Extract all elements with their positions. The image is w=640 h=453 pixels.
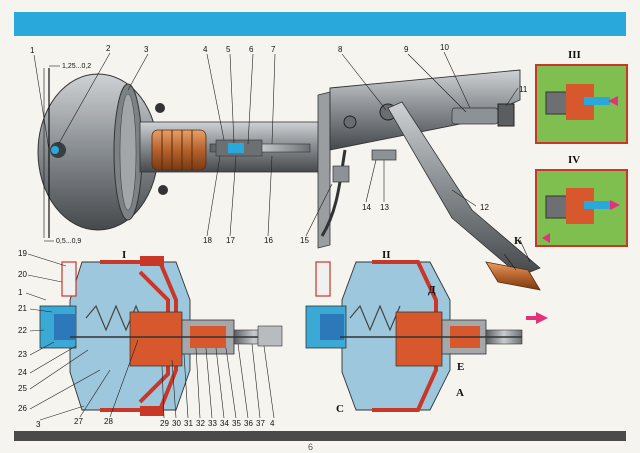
letter-K: К	[514, 235, 522, 247]
callout-25: 25	[18, 384, 27, 393]
callout-30: 30	[172, 419, 181, 428]
callout-3: 3	[144, 45, 149, 54]
callout-22: 22	[18, 326, 27, 335]
callout-35: 35	[232, 419, 241, 428]
letter-E: Е	[457, 361, 464, 373]
callout-26: 26	[18, 404, 27, 413]
dim-bottom: 0,5...0,9	[56, 238, 81, 245]
callout-5: 5	[226, 45, 231, 54]
callout-16: 16	[264, 236, 273, 245]
callout-14: 14	[362, 203, 371, 212]
callout-9: 9	[404, 45, 409, 54]
callout-21: 21	[18, 304, 27, 313]
callout-1: 1	[30, 46, 35, 55]
callout-15: 15	[300, 236, 309, 245]
letter-A: А	[456, 387, 464, 399]
section-II-drawing	[305, 260, 548, 412]
top-color-bar	[14, 12, 626, 36]
letter-D: Д	[428, 284, 436, 296]
callout-8: 8	[338, 45, 343, 54]
callout-2: 2	[106, 44, 111, 53]
pedal-foot	[485, 239, 541, 291]
section-I-drawing	[39, 256, 283, 416]
section-label-I: I	[122, 249, 126, 261]
callout-3-section: 3	[36, 420, 41, 429]
callout-17: 17	[226, 236, 235, 245]
section-label-IV: IV	[568, 154, 580, 166]
force-arrow-II	[526, 312, 548, 324]
callout-4-section: 4	[270, 419, 275, 428]
callout-12: 12	[480, 203, 489, 212]
dim-top: 1,25...0,2	[62, 63, 91, 70]
callout-24: 24	[18, 368, 27, 377]
callout-32: 32	[196, 419, 205, 428]
inset-III	[535, 64, 628, 144]
callout-11: 11	[519, 85, 528, 94]
callout-33: 33	[208, 419, 217, 428]
callout-10: 10	[440, 43, 449, 52]
bottom-dark-bar	[14, 431, 626, 441]
inset-IV	[535, 169, 628, 247]
callout-1-section: 1	[18, 288, 23, 297]
callout-23: 23	[18, 350, 27, 359]
callout-18: 18	[203, 236, 212, 245]
page-number: 6	[308, 442, 314, 452]
letter-C: С	[336, 403, 344, 415]
callout-36: 36	[244, 419, 253, 428]
section-label-II: II	[382, 249, 391, 261]
callout-20: 20	[18, 270, 27, 279]
callout-13: 13	[380, 203, 389, 212]
section-label-III: III	[568, 49, 581, 61]
callout-28: 28	[104, 417, 113, 426]
callout-4: 4	[203, 45, 208, 54]
callout-34: 34	[220, 419, 229, 428]
callout-6: 6	[249, 45, 254, 54]
callout-19: 19	[18, 249, 27, 258]
callout-31: 31	[184, 419, 193, 428]
callout-29: 29	[160, 419, 169, 428]
bellows	[151, 129, 207, 171]
callout-7: 7	[271, 45, 276, 54]
callout-27: 27	[74, 417, 83, 426]
top-assembly-drawing	[37, 68, 541, 277]
callout-37: 37	[256, 419, 265, 428]
